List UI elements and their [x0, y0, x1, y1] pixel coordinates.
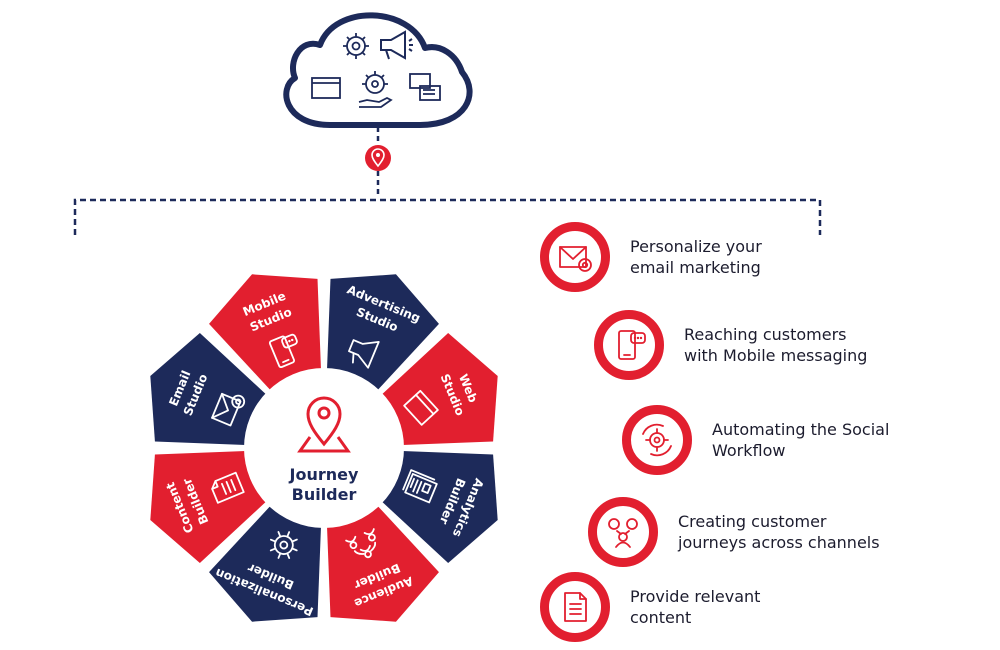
benefit-text: Provide relevant content	[630, 586, 760, 628]
segment-shape	[150, 333, 272, 446]
chat-icon	[409, 73, 441, 101]
email-icon	[559, 246, 592, 272]
segment-shape	[150, 450, 272, 563]
hub-circle	[244, 368, 404, 528]
segment-shape	[326, 500, 439, 622]
benefit-text: Personalize your email marketing	[630, 236, 762, 278]
benefit-icon-circle	[540, 222, 610, 292]
benefit-item: Personalize your email marketing	[540, 222, 762, 292]
segment-shape	[209, 274, 322, 396]
benefit-icon-circle	[540, 572, 610, 642]
gear-icon	[343, 33, 369, 59]
benefit-text-line2: content	[630, 608, 692, 627]
benefit-item: Provide relevant content	[540, 572, 760, 642]
segment-shape	[376, 333, 498, 446]
gear-icon	[269, 531, 298, 559]
benefit-icon-circle	[622, 405, 692, 475]
report-icon	[402, 469, 438, 504]
benefit-item: Reaching customers with Mobile messaging	[594, 310, 867, 380]
browser-window-icon	[311, 77, 341, 99]
gear-cycle-icon	[642, 423, 672, 457]
benefit-item: Creating customer journeys across channel…	[588, 497, 880, 567]
people-network-icon	[345, 528, 377, 559]
benefit-text: Creating customer journeys across channel…	[678, 511, 880, 553]
benefit-text-line2: journeys across channels	[678, 533, 880, 552]
hub: Journey Builder	[244, 368, 404, 528]
benefit-text-line2: with Mobile messaging	[684, 346, 868, 365]
mobile-chat-icon	[618, 330, 646, 360]
benefit-text-line1: Reaching customers	[684, 325, 847, 344]
benefit-text-line1: Personalize your	[630, 237, 762, 256]
document-icon	[564, 592, 587, 622]
location-pin-icon	[365, 145, 391, 171]
document-icon	[211, 471, 245, 504]
segment-shape	[209, 500, 322, 622]
cloud-outline	[283, 12, 473, 128]
benefit-text-line1: Provide relevant	[630, 587, 761, 606]
hub-title-line2: Builder	[292, 485, 357, 504]
wheel: AdvertisingStudioWebStudioAnalyticsBuild…	[150, 274, 498, 622]
customer-journey-icon	[608, 518, 638, 548]
megaphone-icon	[348, 339, 380, 369]
benefit-text: Reaching customers with Mobile messaging	[684, 324, 867, 366]
benefit-text-line2: Workflow	[712, 441, 786, 460]
location-pin-icon	[297, 396, 351, 453]
cloud	[283, 12, 473, 128]
gear-hand-icon	[358, 71, 393, 108]
segment-shape	[326, 274, 439, 396]
mobile-chat-icon	[268, 333, 298, 369]
benefit-text-line1: Automating the Social	[712, 420, 890, 439]
benefit-icon-circle	[594, 310, 664, 380]
benefit-text-line1: Creating customer	[678, 512, 827, 531]
benefit-icon-circle	[588, 497, 658, 567]
browser-window-icon	[403, 389, 439, 426]
email-icon	[211, 392, 246, 427]
megaphone-icon	[380, 30, 413, 60]
benefit-text-line2: email marketing	[630, 258, 761, 277]
hub-title-line1: Journey	[289, 465, 359, 484]
